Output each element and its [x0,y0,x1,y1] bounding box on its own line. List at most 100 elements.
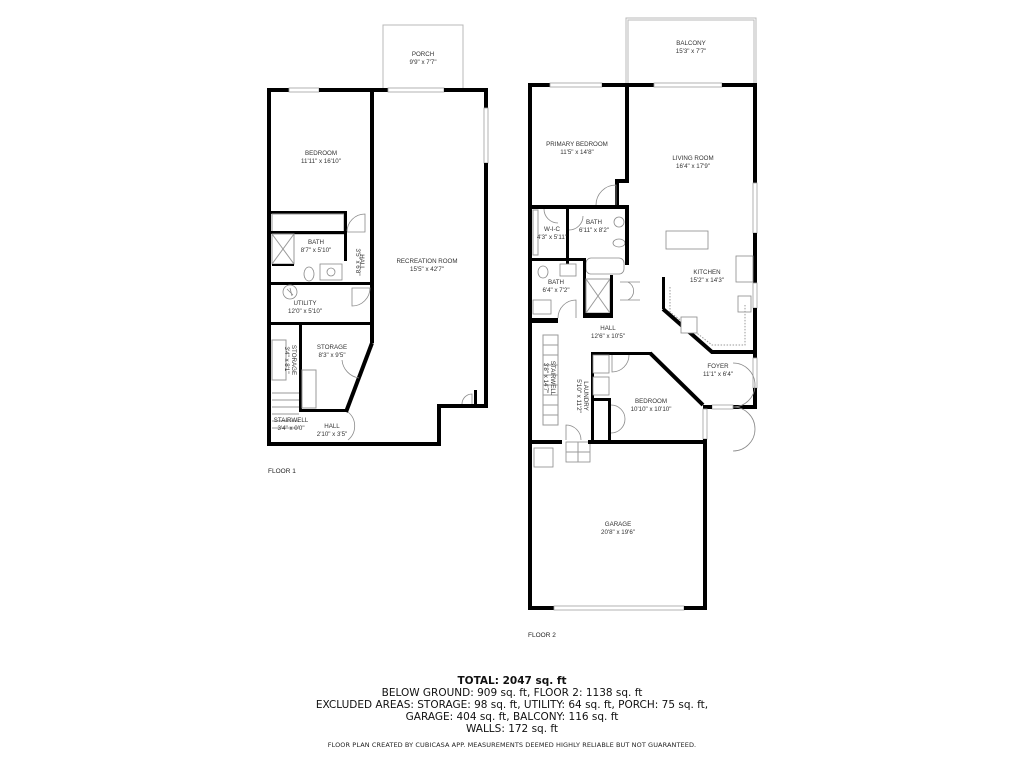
f2-wall-wic [566,205,569,265]
f2-garage-door [553,605,685,611]
f2-wall-top-c [722,83,757,87]
walls-area: WALLS: 172 sq. ft [465,723,559,735]
excluded-areas-line1: EXCLUDED AREAS: STORAGE: 98 sq. ft, UTIL… [315,699,709,711]
f1-corner-wall [474,390,477,406]
floor-2-plan [528,17,758,611]
f2-wall-jog [615,179,629,183]
f2-front-door-swing-b [732,362,756,408]
f2-wall-bath-right [625,205,629,265]
f2-fridge-icon [735,255,754,283]
f2-wall-bath2-right [583,258,586,318]
room-label-garage: GARAGE [605,521,631,528]
f2-wall-bottom-b [684,606,707,610]
room-label-hall: HALL [324,423,340,430]
f2-wall-shower-right [610,275,613,318]
room-dims-bath: 6'4" x 7'2" [542,287,569,294]
excluded-areas-line2: GARAGE: 404 sq. ft, BALCONY: 116 sq. ft [405,711,619,723]
floor-1-plan [267,24,489,446]
room-label-recreation-room: RECREATION ROOM [396,258,457,265]
f2-bedroom-closet-doors [610,404,626,434]
room-label-bedroom: BEDROOM [635,398,667,405]
room-label-bath: BATH [308,239,324,246]
f1-hall-door [346,213,366,233]
f2-window-kitchen [752,282,758,309]
f2-bathtub-icon [585,257,625,275]
room-dims-foyer: 11'1" x 6'4" [703,371,733,378]
floor-1-labels: PORCH 9'9" x 7'7" BEDROOM 11'11" x 16'10… [268,51,458,475]
room-label-hall-vertical: HALL [358,254,365,270]
room-label-stairwell: STAIRWELL [274,417,309,424]
f2-sink2-icon [559,263,577,277]
f2-wall-bedroom-diag [648,351,705,407]
room-dims-laundry: 5'10" x 11'2" [575,379,582,412]
room-label-porch: PORCH [412,51,434,58]
f2-kitchen-sink-icon [737,295,752,313]
f1-hall-exit-door [347,411,356,441]
f1-window-rec [483,107,489,164]
f2-toilet-icon [612,238,626,248]
f1-wall-step-v [437,404,441,446]
f1-wall-step [437,404,488,408]
f1-window-bedroom [288,87,320,93]
f1-wall-right-b [484,163,488,408]
f2-wall-laundry-cab [591,398,610,401]
room-dims-stairwell: 3'8" x 14'7" [542,363,549,394]
f2-wall-kitchen-diag [661,307,753,354]
f1-wall-bedroom-rec [370,88,374,298]
f2-closet-doors [620,281,640,301]
room-label-living-room: LIVING ROOM [672,155,713,162]
f2-wall-garage-right [703,439,707,610]
f2-wall-hall-left [528,320,558,323]
f2-wall-bedroom-top [591,352,651,355]
floor-2-labels: BALCONY 15'3" x 7'7" PRIMARY BEDROOM 11'… [528,40,733,639]
f1-wall-storage-v [299,325,302,411]
f1-wall-shower [272,264,294,266]
room-dims-storage-vertical: 3'4" x 8'1" [283,346,290,373]
f1-wall-storage-right [370,295,374,343]
total-area: TOTAL: 2047 sq. ft [457,675,567,687]
f2-front-door [711,404,734,410]
room-dims-bedroom: 10'10" x 10'10" [631,406,672,413]
f2-wall-right-a [753,83,757,183]
f1-water-heater-glyph [286,287,294,297]
disclaimer: FLOOR PLAN CREATED BY CUBICASA APP. MEAS… [327,741,697,749]
room-label-primary-bedroom: PRIMARY BEDROOM [546,141,608,148]
f2-dryer-icon [592,376,610,396]
room-dims-balcony: 15'3" x 7'7" [676,48,707,55]
f2-window-primary [549,82,603,88]
f2-wall-primary-bottom [528,205,628,209]
f1-storage-unit [301,369,317,409]
f2-kitchen-island [665,230,709,250]
room-label-wic: W-I-C [544,226,561,233]
f2-bedroom-door [611,354,630,373]
room-dims-kitchen: 15'2" x 14'3" [690,277,724,284]
room-dims-hall-vertical: 3'5" x 6'8" [354,248,361,275]
f2-stove-icon [680,316,698,334]
f2-window-living [752,182,758,234]
area-breakdown: BELOW GROUND: 909 sq. ft, FLOOR 2: 1138 … [381,687,643,699]
room-dims-garage: 20'8" x 19'6" [601,529,635,536]
f2-wall-right-c [753,308,757,358]
f1-sink-icon [319,263,343,281]
f1-wall-storage-diag [344,342,374,413]
room-label-bath-primary: BATH [586,219,602,226]
room-dims-living-room: 16'4" x 17'9" [676,163,710,170]
f2-bath2-door [557,299,577,319]
f2-bath-door [568,215,584,231]
f1-shower-cross [271,233,295,265]
f2-wic-shelf [532,209,539,256]
f2-sink-icon [613,216,625,228]
room-label-storage: STORAGE [317,344,347,351]
f2-wall-left [528,83,532,610]
f2-front-door-swing-a [732,406,756,452]
room-label-balcony: BALCONY [676,40,706,47]
f1-wall-bottom [267,442,441,446]
room-label-stairwell: STAIRWELL [549,361,556,396]
f2-wall-garage-top-a [528,440,562,444]
room-dims-utility: 12'0" x 5'10" [288,308,322,315]
f2-garage-steps-lines [566,442,590,462]
f2-wall-bath2-bottom [528,318,558,321]
room-label-foyer: FOYER [707,363,729,370]
f2-wall-entry-left [703,405,712,409]
